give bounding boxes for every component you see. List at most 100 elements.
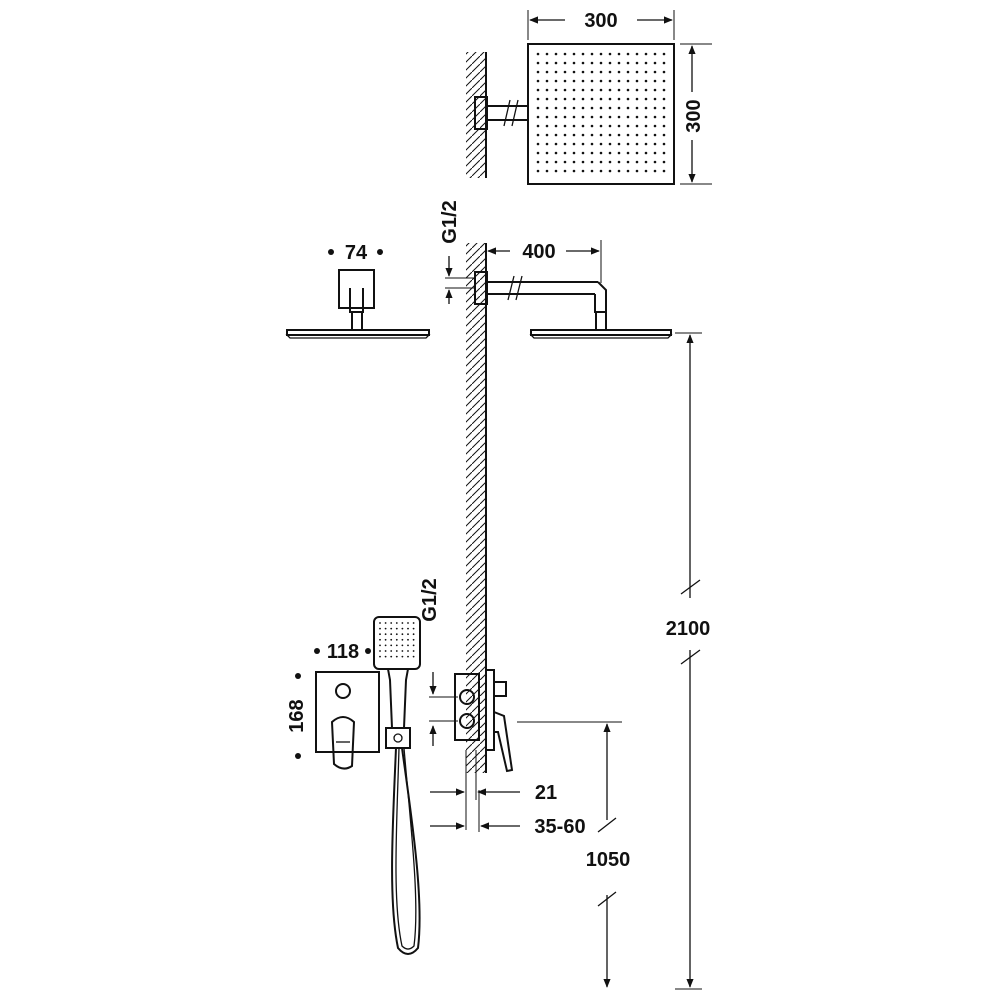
nozzle-dot	[653, 160, 657, 164]
nozzle-dot	[608, 169, 612, 173]
nozzle-dot	[384, 655, 387, 658]
nozzle-dot	[545, 88, 549, 92]
nozzle-dot	[590, 70, 594, 74]
nozzle-dot	[608, 160, 612, 164]
mixer-lever-side	[493, 711, 514, 773]
nozzle-dot	[572, 124, 576, 128]
nozzle-dot	[644, 115, 648, 119]
nozzle-dot	[379, 644, 381, 647]
nozzle-dot	[590, 97, 594, 101]
nozzle-dot	[390, 655, 393, 658]
nozzle-dot	[635, 169, 639, 173]
nozzle-dot	[644, 88, 648, 92]
nozzle-dot	[599, 61, 603, 65]
nozzle-dot	[407, 644, 409, 647]
nozzle-dot	[536, 52, 540, 56]
nozzle-dot	[554, 97, 558, 101]
front-head-view-group: 74	[285, 242, 431, 339]
nozzle-dot	[536, 115, 540, 119]
nozzle-dot	[626, 52, 630, 56]
nozzle-dot	[635, 97, 639, 101]
nozzle-dot	[653, 169, 657, 173]
hand-shower-hose	[391, 747, 421, 955]
nozzle-dot	[395, 627, 398, 630]
nozzle-dot	[581, 151, 585, 155]
nozzle-dot	[545, 142, 549, 146]
nozzle-dot	[581, 169, 585, 173]
nozzle-dot	[644, 97, 648, 101]
nozzle-dot	[545, 115, 549, 119]
nozzle-dot	[653, 79, 657, 83]
nozzle-dot	[626, 79, 630, 83]
nozzle-dot	[617, 151, 621, 155]
nozzle-dot	[572, 70, 576, 74]
hand-shower-nozzle-grid	[379, 622, 415, 658]
nozzle-dot	[608, 106, 612, 110]
nozzle-dot	[644, 160, 648, 164]
nozzle-dot	[536, 169, 540, 173]
nozzle-dot	[554, 124, 558, 128]
nozzle-dot	[379, 622, 381, 624]
nozzle-dot	[572, 115, 576, 119]
nozzle-dot	[554, 52, 558, 56]
nozzle-dot	[644, 169, 648, 173]
hand-shower-group: 118	[314, 616, 421, 955]
nozzle-dot	[390, 644, 393, 647]
nozzle-dot	[581, 133, 585, 137]
nozzle-dot	[536, 88, 540, 92]
nozzle-dot	[599, 106, 603, 110]
nozzle-dot	[599, 88, 603, 92]
nozzle-dot	[563, 151, 567, 155]
nozzle-dot	[572, 61, 576, 65]
nozzle-dot	[617, 160, 621, 164]
nozzle-dot	[617, 79, 621, 83]
body-depth-dim: 35-60	[534, 816, 585, 838]
mixer-port-lower	[459, 713, 475, 729]
nozzle-dot	[379, 627, 381, 630]
side-view-group: G1/2 400 2100 G1/2	[419, 200, 711, 990]
nozzle-dot	[617, 106, 621, 110]
handset-width-dim: 118	[327, 641, 359, 663]
nozzle-dot	[626, 106, 630, 110]
nozzle-dot	[572, 133, 576, 137]
nozzle-dot	[617, 61, 621, 65]
nozzle-dot	[401, 650, 404, 652]
nozzle-dot	[653, 133, 657, 137]
nozzle-dot	[536, 124, 540, 128]
nozzle-dot	[581, 142, 585, 146]
nozzle-dot	[395, 638, 398, 641]
nozzle-dot	[581, 160, 585, 164]
nozzle-dot	[395, 650, 398, 652]
nozzle-dot	[635, 88, 639, 92]
nozzle-dot	[626, 97, 630, 101]
nozzle-dot	[635, 52, 639, 56]
nozzle-dot	[563, 160, 567, 164]
nozzle-dot	[563, 133, 567, 137]
nozzle-dot	[379, 650, 381, 652]
rain-head-width-dim: 300	[584, 10, 617, 32]
nozzle-dot	[395, 655, 398, 658]
nozzle-dot	[572, 79, 576, 83]
arm-flange-width-dim: 74	[345, 242, 368, 264]
nozzle-dot	[407, 622, 409, 624]
nozzle-dot	[662, 160, 666, 164]
nozzle-dot	[590, 106, 594, 110]
plate-height-dim: 168	[286, 699, 308, 732]
nozzle-dot	[662, 106, 666, 110]
nozzle-dot	[653, 52, 657, 56]
nozzle-dot	[653, 61, 657, 65]
nozzle-dot	[572, 88, 576, 92]
nozzle-dot	[626, 133, 630, 137]
nozzle-dot	[644, 124, 648, 128]
nozzle-dot	[536, 160, 540, 164]
nozzle-dot	[662, 61, 666, 65]
arm-flange-top	[474, 96, 488, 130]
nozzle-dot	[599, 124, 603, 128]
nozzle-dot	[563, 142, 567, 146]
nozzle-dot	[384, 633, 387, 636]
nozzle-dot	[644, 79, 648, 83]
head-height-dim: 2100	[666, 618, 711, 640]
nozzle-dot	[545, 106, 549, 110]
nozzle-dot	[536, 79, 540, 83]
nozzle-dot	[626, 61, 630, 65]
